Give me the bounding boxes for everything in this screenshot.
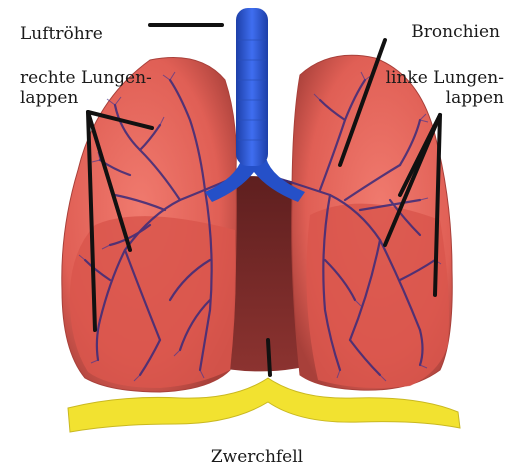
diaphragm-pointer [268,340,270,375]
left-lung-lower-lobe [306,204,449,388]
trachea [236,8,268,166]
left-lobes-label-line1: linke Lungen- [386,68,504,88]
bronchi-label: Bronchien [411,22,500,42]
right-lobes-label-line1: rechte Lungen- [20,68,152,88]
trachea-label: Luftröhre [20,24,103,44]
left-lobes-label-line2: lappen [446,88,504,108]
right-lobes-label-line2: lappen [20,88,78,108]
diaphragm-label: Zwerchfell [0,447,514,467]
